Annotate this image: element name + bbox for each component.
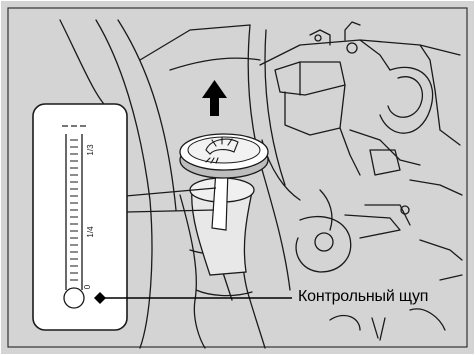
scale-mark-upper: 1/3 <box>86 144 95 156</box>
dipstick-callout-label: Контрольный щуп <box>298 288 428 306</box>
washer-cap <box>180 134 268 178</box>
dipstick-scale-ticks <box>70 140 78 280</box>
scale-mark-middle: 1/4 <box>86 226 95 238</box>
scale-mark-lower: 0 <box>83 284 92 289</box>
